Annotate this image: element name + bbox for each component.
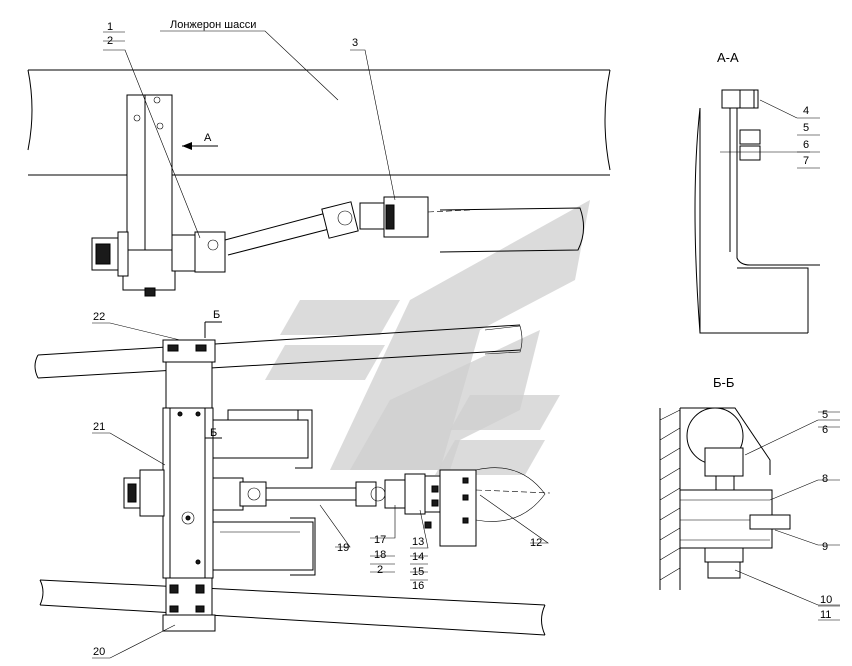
cut-b-bottom-label: Б xyxy=(210,427,217,439)
label-12: 12 xyxy=(530,537,542,549)
chassis-member-plan-lower xyxy=(39,579,546,636)
motor-left xyxy=(123,469,165,517)
label-22: 22 xyxy=(93,311,105,323)
label-2b: 2 xyxy=(377,564,383,576)
cylinder-lower xyxy=(212,517,316,576)
cut-line-b xyxy=(204,321,222,439)
cylinder-upper xyxy=(212,409,313,469)
label-14: 14 xyxy=(412,551,424,563)
label-21: 21 xyxy=(93,421,105,433)
view-a-label: А xyxy=(204,132,212,144)
drive-shaft-top xyxy=(224,196,471,256)
label-6: 6 xyxy=(803,139,809,151)
label-5: 5 xyxy=(803,122,809,134)
label-3: 3 xyxy=(352,37,358,49)
chassis-member-label: Лонжерон шасси xyxy=(170,19,256,31)
label-1: 1 xyxy=(107,21,113,33)
label-20: 20 xyxy=(93,646,105,658)
section-bb-title: Б-Б xyxy=(713,375,734,390)
label-5b: 5 xyxy=(822,409,828,421)
label-19: 19 xyxy=(337,542,349,554)
label-9: 9 xyxy=(822,541,828,553)
section-aa-title: А-А xyxy=(717,50,739,65)
label-8: 8 xyxy=(822,473,828,485)
label-13: 13 xyxy=(412,536,424,548)
chassis-member-plan-upper xyxy=(34,324,523,379)
gear-unit-12 xyxy=(424,467,551,547)
label-10: 10 xyxy=(820,594,832,606)
shaft-19 xyxy=(212,473,426,515)
top-view xyxy=(27,69,611,297)
callout-labels: Лонжерон шасси 1 2 3 А А-А 4 5 6 7 22 Б … xyxy=(93,19,832,658)
clamp-20 xyxy=(162,577,216,632)
chassis-member-top xyxy=(27,69,611,253)
label-6b: 6 xyxy=(822,424,828,436)
section-bb xyxy=(659,407,791,590)
label-18: 18 xyxy=(374,549,386,561)
view-arrow-a xyxy=(182,142,218,150)
bracket-1 xyxy=(122,94,176,297)
label-2: 2 xyxy=(107,35,113,47)
label-15: 15 xyxy=(412,566,424,578)
watermark-logo xyxy=(265,200,590,475)
plan-view xyxy=(34,321,551,636)
label-11: 11 xyxy=(820,609,831,621)
label-7: 7 xyxy=(803,155,809,167)
leader-lines xyxy=(92,30,840,659)
pump-unit-top xyxy=(91,231,226,277)
label-16: 16 xyxy=(412,580,424,592)
cut-b-top-label: Б xyxy=(213,309,220,321)
clamp-22 xyxy=(162,339,216,411)
section-aa xyxy=(694,89,820,334)
label-4: 4 xyxy=(803,105,809,117)
label-17: 17 xyxy=(374,534,386,546)
